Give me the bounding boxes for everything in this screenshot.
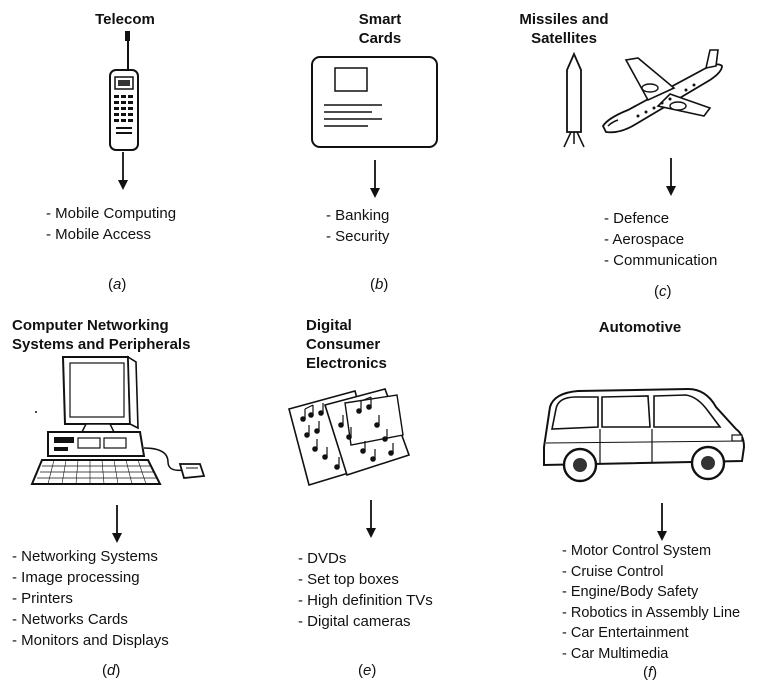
panel-title: Missiles and Satellites — [519, 11, 609, 47]
music-cards-icon — [288, 388, 411, 487]
panel-title: Digital Consumer Electronics — [306, 317, 387, 372]
list-item: Networking Systems — [12, 546, 169, 567]
list-item: Communication — [604, 250, 717, 271]
application-list: DVDs Set top boxes High definition TVs D… — [298, 548, 433, 632]
list-item: Car Multimedia — [562, 644, 740, 665]
panel-caption: (d) — [102, 662, 121, 679]
application-list: Banking Security — [326, 205, 389, 247]
arrow-down-icon — [666, 158, 676, 196]
panel-caption: (f) — [643, 664, 658, 681]
list-item: Monitors and Displays — [12, 630, 169, 651]
list-item: Security — [326, 226, 389, 247]
car-icon — [543, 387, 746, 483]
list-item: Engine/Body Safety — [562, 582, 740, 603]
list-item: Image processing — [12, 567, 169, 588]
panel-caption: (c) — [654, 283, 672, 300]
panel-title: Automotive — [598, 319, 682, 336]
list-item: Aerospace — [604, 229, 717, 250]
list-item: Cruise Control — [562, 562, 740, 583]
panel-caption: (a) — [108, 276, 127, 293]
application-list: Networking Systems Image processing Prin… — [12, 546, 169, 651]
computer-icon — [30, 355, 206, 485]
list-item: Mobile Computing — [46, 203, 176, 224]
arrow-down-icon — [366, 500, 376, 538]
aircraft-icon — [601, 49, 723, 134]
arrow-down-icon — [370, 160, 380, 198]
application-list: Motor Control System Cruise Control Engi… — [562, 541, 740, 664]
list-item: Banking — [326, 205, 389, 226]
missile-icon — [563, 51, 585, 148]
application-list: Defence Aerospace Communication — [604, 208, 717, 271]
arrow-down-icon — [118, 152, 128, 190]
panel-caption: (b) — [370, 276, 389, 293]
arrow-down-icon — [657, 503, 667, 541]
list-item: Robotics in Assembly Line — [562, 603, 740, 624]
list-item: Set top boxes — [298, 569, 433, 590]
list-item: Printers — [12, 588, 169, 609]
panel-caption: (e) — [358, 662, 377, 679]
panel-title: Smart Cards — [358, 11, 402, 47]
mobile-phone-icon — [109, 31, 139, 151]
application-list: Mobile Computing Mobile Access — [46, 203, 176, 245]
list-item: Mobile Access — [46, 224, 176, 245]
list-item: DVDs — [298, 548, 433, 569]
list-item: Car Entertainment — [562, 623, 740, 644]
arrow-down-icon — [112, 505, 122, 543]
list-item: Digital cameras — [298, 611, 433, 632]
list-item: High definition TVs — [298, 590, 433, 611]
panel-title: Telecom — [95, 11, 155, 28]
list-item: Defence — [604, 208, 717, 229]
panel-title: Computer Networking Systems and Peripher… — [12, 317, 191, 353]
list-item: Motor Control System — [562, 541, 740, 562]
list-item: Networks Cards — [12, 609, 169, 630]
smart-card-icon — [311, 56, 438, 148]
